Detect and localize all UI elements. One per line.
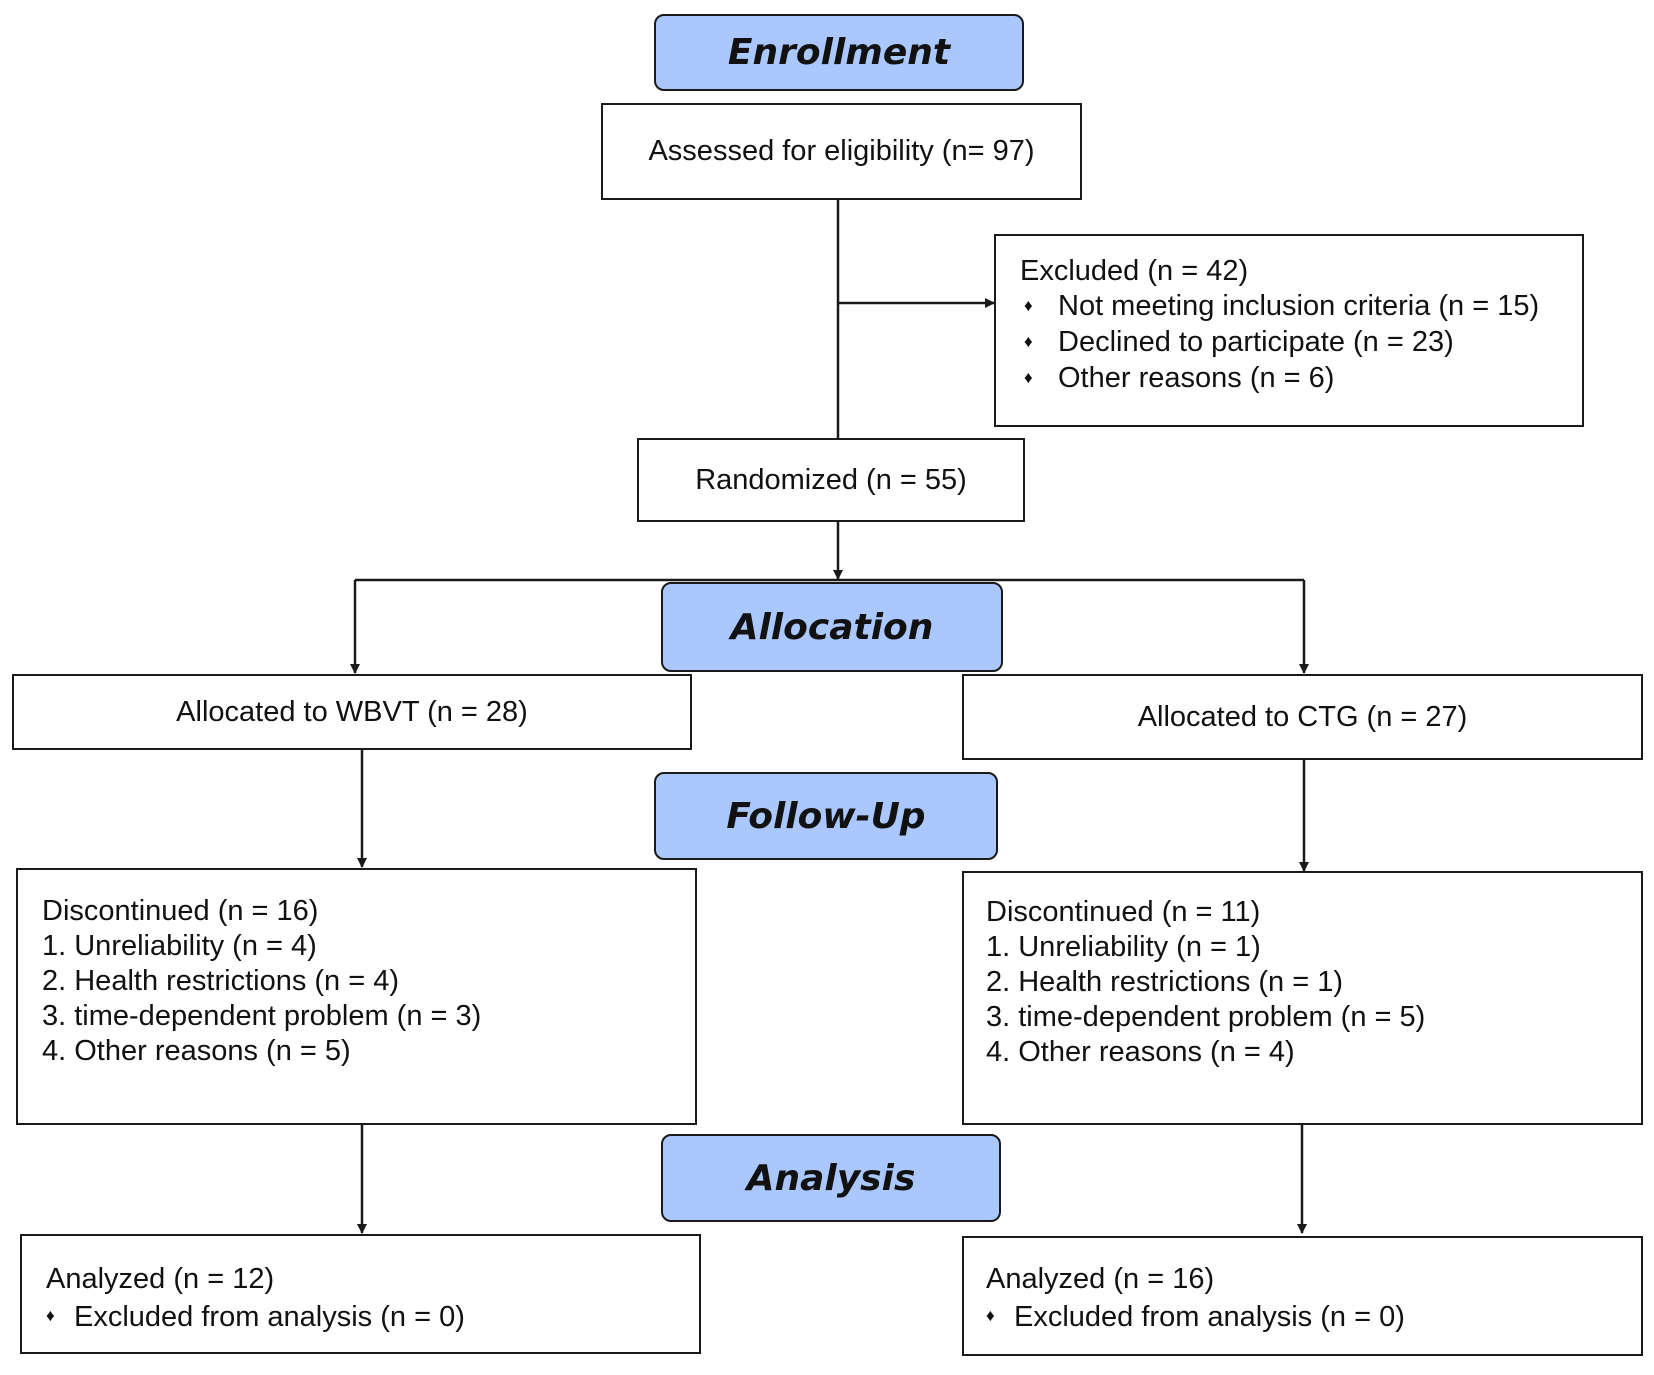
stage-enrollment-label: Enrollment bbox=[727, 32, 951, 73]
diamond-bullet-icon: ♦ bbox=[1024, 367, 1033, 387]
discontinued-ctg-item: 3. time-dependent problem (n = 5) bbox=[986, 1001, 1426, 1033]
stage-analysis-label: Analysis bbox=[746, 1157, 916, 1199]
excluded-title: Excluded (n = 42) bbox=[1020, 255, 1249, 287]
analyzed-wbvt-title: Analyzed (n = 12) bbox=[46, 1263, 275, 1295]
analyzed-wbvt-excluded-label: Excluded from analysis (n = 0) bbox=[74, 1301, 465, 1333]
stage-follow-up: Follow-Up bbox=[654, 772, 998, 860]
excluded-item: ♦ Other reasons (n = 6) bbox=[1020, 361, 1582, 397]
discontinued-ctg-item: 2. Health restrictions (n = 1) bbox=[986, 966, 1344, 998]
excluded-item-label: Other reasons (n = 6) bbox=[1058, 361, 1335, 394]
allocated-ctg-label: Allocated to CTG (n = 27) bbox=[1137, 700, 1468, 733]
excluded-item-label: Not meeting inclusion criteria (n = 15) bbox=[1058, 290, 1540, 322]
stage-allocation: Allocation bbox=[661, 582, 1003, 672]
assessed-box: Assessed for eligibility (n= 97) bbox=[601, 103, 1082, 200]
discontinued-wbvt-item: 1. Unreliability (n = 4) bbox=[42, 930, 317, 962]
discontinued-ctg-item: 1. Unreliability (n = 1) bbox=[986, 931, 1261, 963]
analyzed-wbvt-box: Analyzed (n = 12) ♦ Excluded from analysi… bbox=[20, 1234, 701, 1354]
stage-enrollment: Enrollment bbox=[654, 14, 1024, 91]
excluded-box: Excluded (n = 42) ♦ Not meeting inclusion… bbox=[994, 234, 1584, 427]
discontinued-wbvt-item: 3. time-dependent problem (n = 3) bbox=[42, 1000, 482, 1032]
allocated-wbvt-box: Allocated to WBVT (n = 28) bbox=[12, 674, 692, 750]
allocated-wbvt-label: Allocated to WBVT (n = 28) bbox=[176, 695, 528, 728]
randomized-box: Randomized (n = 55) bbox=[637, 438, 1025, 522]
analyzed-ctg-title: Analyzed (n = 16) bbox=[986, 1263, 1215, 1295]
stage-allocation-label: Allocation bbox=[730, 606, 934, 648]
discontinued-wbvt-item: 4. Other reasons (n = 5) bbox=[42, 1035, 351, 1067]
excluded-item: ♦ Declined to participate (n = 23) bbox=[1020, 325, 1582, 361]
discontinued-wbvt-title: Discontinued (n = 16) bbox=[42, 895, 319, 927]
stage-follow-up-label: Follow-Up bbox=[726, 795, 926, 837]
analyzed-ctg-box: Analyzed (n = 16) ♦ Excluded from analysi… bbox=[962, 1236, 1643, 1356]
assessed-label: Assessed for eligibility (n= 97) bbox=[648, 135, 1035, 167]
analyzed-wbvt-excluded: ♦ Excluded from analysis (n = 0) bbox=[46, 1298, 699, 1337]
discontinued-wbvt-item: 2. Health restrictions (n = 4) bbox=[42, 965, 400, 997]
diamond-bullet-icon: ♦ bbox=[986, 1306, 995, 1326]
diamond-bullet-icon: ♦ bbox=[1024, 295, 1033, 315]
stage-analysis: Analysis bbox=[661, 1134, 1001, 1222]
discontinued-wbvt-box: Discontinued (n = 16) 1. Unreliability (… bbox=[16, 868, 697, 1125]
diamond-bullet-icon: ♦ bbox=[46, 1306, 55, 1326]
discontinued-ctg-item: 4. Other reasons (n = 4) bbox=[986, 1036, 1295, 1068]
excluded-item-label: Declined to participate (n = 23) bbox=[1058, 325, 1454, 358]
allocated-ctg-box: Allocated to CTG (n = 27) bbox=[962, 674, 1643, 760]
excluded-item: ♦ Not meeting inclusion criteria (n = 15) bbox=[1020, 289, 1582, 325]
diamond-bullet-icon: ♦ bbox=[1024, 331, 1033, 351]
analyzed-ctg-excluded: ♦ Excluded from analysis (n = 0) bbox=[986, 1298, 1641, 1337]
analyzed-ctg-excluded-label: Excluded from analysis (n = 0) bbox=[1014, 1301, 1405, 1333]
randomized-label: Randomized (n = 55) bbox=[695, 463, 967, 496]
discontinued-ctg-title: Discontinued (n = 11) bbox=[986, 896, 1261, 928]
discontinued-ctg-box: Discontinued (n = 11) 1. Unreliability (… bbox=[962, 871, 1643, 1125]
